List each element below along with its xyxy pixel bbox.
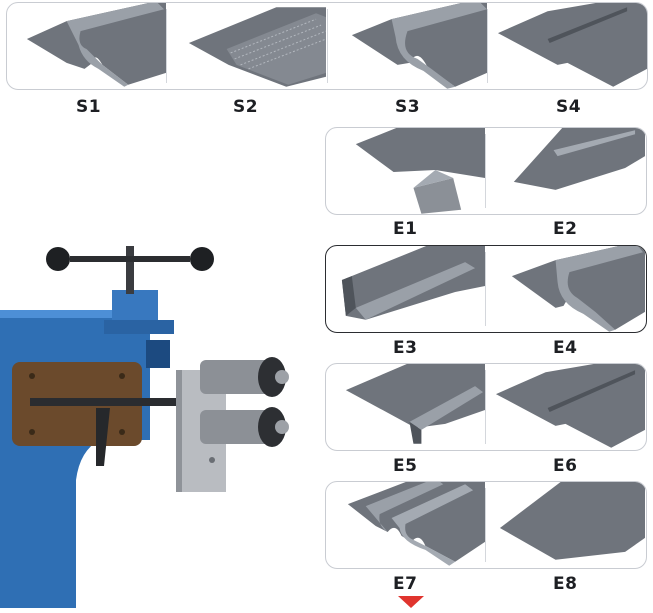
u-channel-edge-icon	[341, 246, 485, 320]
flanged-edge-icon	[355, 128, 485, 214]
profile-image-s1	[7, 3, 166, 89]
profile-image-e3	[326, 246, 485, 332]
step-profile-icon	[497, 3, 647, 87]
profile-image-e6	[486, 364, 645, 450]
divider	[487, 9, 488, 83]
divider	[485, 252, 486, 326]
profile-image-e5	[326, 364, 485, 450]
profile-image-s4	[488, 3, 647, 89]
profile-image-e7	[326, 482, 485, 568]
profile-image-e1	[326, 128, 485, 214]
profile-image-s2	[167, 3, 326, 89]
divider	[485, 134, 486, 208]
label-e3: E3	[393, 338, 418, 358]
label-s1: S1	[76, 97, 102, 117]
bent-edge-icon	[513, 128, 645, 190]
label-s4: S4	[556, 97, 582, 117]
divider	[166, 9, 167, 83]
hemmed-edge-icon	[345, 364, 485, 444]
label-e6: E6	[553, 456, 578, 476]
profile-image-e4	[486, 246, 645, 332]
label-e8: E8	[553, 574, 578, 594]
label-e5: E5	[393, 456, 418, 476]
profile-image-e2	[486, 128, 645, 214]
divider	[485, 370, 486, 444]
label-e2: E2	[553, 219, 578, 239]
divider	[485, 488, 486, 562]
knurled-profile-icon	[188, 7, 326, 87]
top-profile-panel	[6, 2, 648, 90]
double-bead-edge-icon	[347, 482, 485, 566]
edge-panel-e5-e6	[325, 363, 647, 451]
label-e7: E7	[393, 574, 418, 594]
profile-image-e8	[486, 482, 645, 568]
deep-bead-profile-icon	[351, 3, 487, 89]
flat-bevel-edge-icon	[499, 482, 645, 560]
bead-profile-icon	[26, 3, 166, 87]
edge-panel-e3-e4	[325, 245, 647, 333]
label-e1: E1	[393, 219, 418, 239]
edge-panel-e1-e2	[325, 127, 647, 215]
offset-step-edge-icon	[495, 364, 645, 448]
divider	[327, 9, 328, 83]
red-marker-icon	[398, 596, 424, 608]
label-e4: E4	[553, 338, 578, 358]
label-s3: S3	[395, 97, 421, 117]
beading-machine-image	[0, 240, 320, 608]
profile-image-s3	[328, 3, 487, 89]
label-s2: S2	[233, 97, 259, 117]
edge-panel-e7-e8	[325, 481, 647, 569]
rolled-bead-edge-icon	[511, 246, 645, 332]
